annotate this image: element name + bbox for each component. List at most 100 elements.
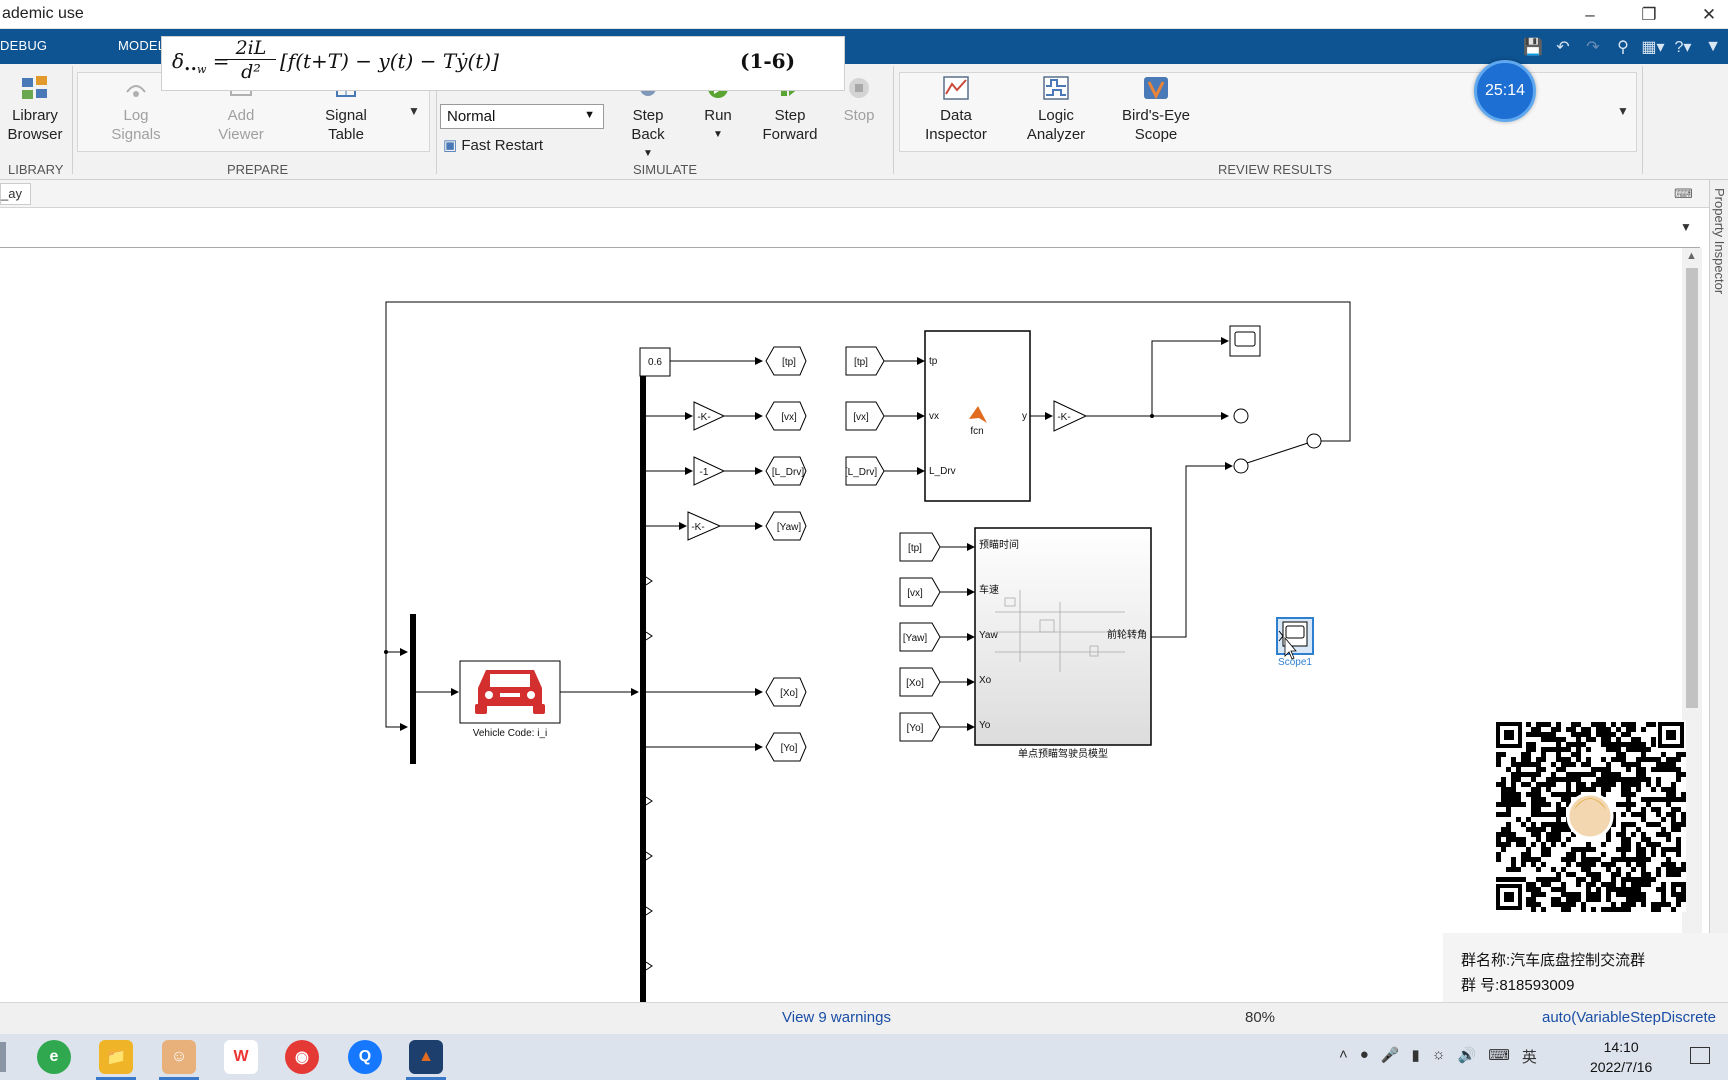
add-viewer-button[interactable]: Add Viewer xyxy=(205,74,277,144)
mux-block[interactable] xyxy=(410,614,416,764)
vehicle-model-block[interactable] xyxy=(459,660,561,724)
qr-module xyxy=(1561,907,1566,912)
goto-tag-vx[interactable]: [vx] xyxy=(765,401,807,431)
scope1-block[interactable] xyxy=(1276,617,1314,655)
data-inspector-button[interactable]: Data Inspector xyxy=(916,74,996,144)
block-diagram[interactable]: Vehicle Code: i_i 0.6 xyxy=(0,248,1682,1002)
keyboard-icon[interactable]: ⌨ xyxy=(1488,1047,1510,1064)
gallery-expand-icon[interactable]: ▼ xyxy=(1617,104,1629,118)
volume-icon[interactable]: 🔊 xyxy=(1457,1047,1477,1064)
logic-analyzer-button[interactable]: Logic Analyzer xyxy=(1016,74,1096,144)
from-tag-tp-2[interactable]: [tp] xyxy=(899,532,941,562)
fast-restart-toggle[interactable]: ▣ Fast Restart xyxy=(443,136,543,154)
qr-module xyxy=(1626,897,1631,902)
gallery-expand-icon[interactable]: ▼ xyxy=(408,104,420,118)
find-icon[interactable]: ⚲ xyxy=(1617,38,1629,56)
switch-input-port[interactable] xyxy=(1233,408,1249,424)
gain-block-ldrv[interactable]: -1 xyxy=(693,456,726,486)
car-app-icon[interactable]: ◉ xyxy=(285,1040,319,1074)
matlab-function-block[interactable]: tp vx L_Drv y fcn xyxy=(924,330,1031,502)
signal-line[interactable] xyxy=(1151,337,1229,416)
scrollbar-thumb[interactable] xyxy=(1686,268,1698,708)
browser-icon[interactable]: e xyxy=(37,1040,71,1074)
gain-block-yaw[interactable]: -K- xyxy=(687,511,722,541)
library-browser-button[interactable]: Library Browser xyxy=(4,74,66,144)
goto-tag-tp[interactable]: [tp] xyxy=(765,346,807,376)
gain-block-vx[interactable]: -K- xyxy=(693,401,726,431)
qr-module xyxy=(1536,877,1541,882)
qr-module xyxy=(1656,887,1661,892)
qr-module xyxy=(1501,832,1506,837)
goto-tag-ldrv[interactable]: [L_Drv] xyxy=(765,456,807,486)
chevron-up-icon[interactable]: ˄ xyxy=(1339,1046,1348,1063)
compare-icon[interactable]: ▦▾ xyxy=(1641,38,1665,56)
manual-switch-block[interactable] xyxy=(1306,433,1322,449)
save-icon[interactable]: 💾 xyxy=(1523,38,1543,56)
anime-app-icon[interactable]: ☺ xyxy=(162,1040,196,1074)
driver-model-subsystem[interactable]: 预瞄时间 车速 Yaw Xo Yo 前轮转角 xyxy=(974,527,1152,746)
view-warnings-link[interactable]: View 9 warnings xyxy=(782,1009,891,1026)
qr-module xyxy=(1566,892,1571,897)
from-tag-tp[interactable]: [tp] xyxy=(845,346,885,376)
scope-block[interactable] xyxy=(1229,325,1261,357)
address-bar[interactable]: ▼ xyxy=(0,208,1700,248)
qr-module xyxy=(1651,722,1656,727)
recording-timer-badge[interactable]: 25:14 xyxy=(1474,60,1536,122)
help-icon[interactable]: ?▾ xyxy=(1674,38,1692,56)
close-icon[interactable]: ✕ xyxy=(1701,4,1717,24)
demux-block[interactable] xyxy=(640,360,646,1002)
microphone-icon[interactable]: 🎤 xyxy=(1380,1047,1400,1064)
constant-block[interactable] xyxy=(639,347,671,377)
qr-module xyxy=(1631,762,1636,767)
input-method-indicator[interactable]: 英 xyxy=(1521,1049,1537,1066)
battery-icon[interactable]: ▮ xyxy=(1411,1047,1420,1064)
collapse-toolstrip-icon[interactable]: ▼ xyxy=(1705,37,1721,55)
switch-input-port[interactable] xyxy=(1233,458,1249,474)
qr-module xyxy=(1566,777,1571,782)
model-tab[interactable]: _ay xyxy=(0,183,31,205)
windows-taskbar: e 📁 ☺ W ◉ Q ▲ ˄ ● 🎤 ▮ ☼ 🔊 ⌨ 英 14:10 2022… xyxy=(0,1034,1728,1080)
qq-browser-icon[interactable]: Q xyxy=(348,1040,382,1074)
system-clock[interactable]: 14:10 2022/7/16 xyxy=(1590,1037,1652,1077)
from-tag-xo-2[interactable]: [Xo] xyxy=(899,667,941,697)
property-inspector-panel[interactable]: Property Inspector xyxy=(1709,180,1728,1000)
qr-module xyxy=(1666,762,1671,767)
wps-office-icon[interactable]: W xyxy=(224,1040,258,1074)
notification-center-icon[interactable] xyxy=(1690,1047,1710,1064)
from-tag-yo-2[interactable]: [Yo] xyxy=(899,712,941,742)
minimize-icon[interactable]: – xyxy=(1585,4,1595,24)
model-canvas[interactable]: Vehicle Code: i_i 0.6 xyxy=(0,248,1682,1002)
stop-button[interactable]: Stop xyxy=(836,78,882,125)
gain-block-output[interactable]: -K- xyxy=(1053,400,1088,432)
vertical-scrollbar[interactable]: ▲ xyxy=(1682,248,1702,1002)
matlab-icon[interactable]: ▲ xyxy=(409,1040,443,1074)
scroll-up-icon[interactable]: ▲ xyxy=(1686,250,1697,262)
qr-module xyxy=(1531,887,1536,892)
network-icon[interactable]: ☼ xyxy=(1431,1046,1446,1063)
from-tag-vx[interactable]: [vx] xyxy=(845,401,885,431)
tab-debug[interactable]: DEBUG xyxy=(0,38,48,53)
undo-icon[interactable]: ↶ xyxy=(1556,38,1570,56)
qr-module xyxy=(1546,812,1551,817)
log-signals-button[interactable]: Log Signals xyxy=(100,74,172,144)
simulation-mode-select[interactable]: Normal ▼ xyxy=(440,104,604,129)
feedback-signal-line[interactable] xyxy=(385,652,408,731)
signal-line[interactable] xyxy=(1151,462,1233,638)
goto-tag-yo[interactable]: [Yo] xyxy=(765,732,807,762)
chevron-down-icon[interactable]: ▼ xyxy=(1680,220,1692,234)
qr-module xyxy=(1546,722,1551,727)
restore-icon[interactable]: ❐ xyxy=(1641,4,1657,24)
goto-tag-yaw[interactable]: [Yaw] xyxy=(765,511,807,541)
birds-eye-scope-button[interactable]: Bird's-Eye Scope xyxy=(1116,74,1196,144)
signal-table-button[interactable]: Signal Table xyxy=(310,74,382,144)
solver-link[interactable]: auto(VariableStepDiscrete xyxy=(1542,1009,1716,1026)
goto-tag-xo[interactable]: [Xo] xyxy=(765,677,807,707)
keyboard-icon[interactable]: ⌨ xyxy=(1674,186,1693,201)
from-tag-vx-2[interactable]: [vx] xyxy=(899,577,941,607)
file-explorer-icon[interactable]: 📁 xyxy=(99,1040,133,1074)
from-tag-ldrv[interactable]: [L_Drv] xyxy=(845,456,885,486)
qr-module xyxy=(1656,842,1661,847)
redo-icon[interactable]: ↷ xyxy=(1586,38,1600,56)
from-tag-yaw-2[interactable]: [Yaw] xyxy=(899,622,941,652)
qq-tray-icon[interactable]: ● xyxy=(1359,1046,1369,1063)
